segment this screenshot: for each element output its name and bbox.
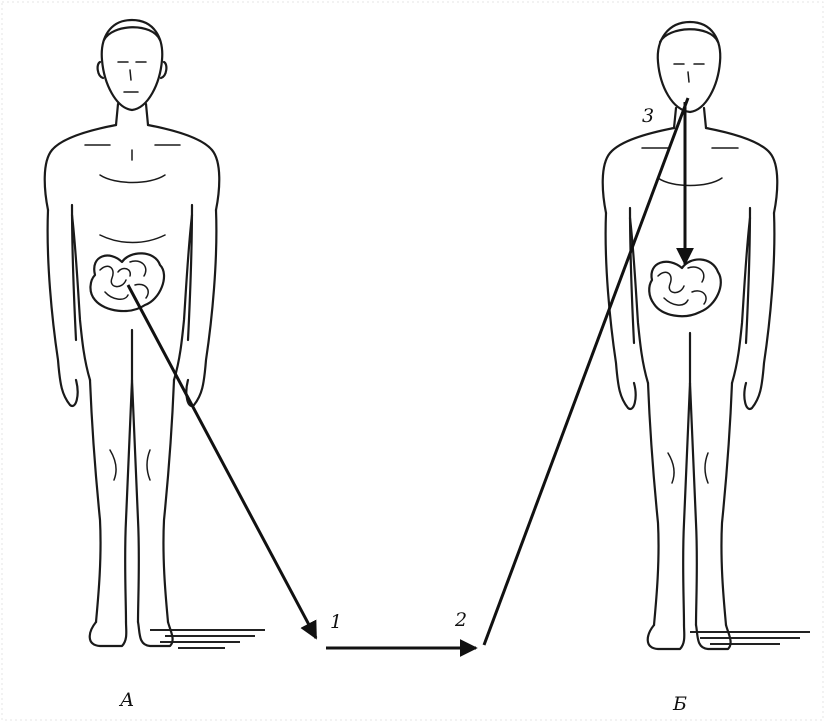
label-point-1: 1 (330, 611, 342, 633)
label-point-2: 2 (454, 609, 467, 631)
arrow-a-to-1 (128, 285, 316, 638)
label-point-3: 3 (642, 105, 654, 127)
label-figure-b: Б (672, 693, 687, 715)
label-figure-a: А (118, 689, 134, 711)
intestines-b (649, 259, 721, 316)
human-figure-b (603, 22, 810, 649)
ground-shadow-b (690, 632, 810, 644)
intestines-a (90, 253, 164, 311)
flow-arrows (128, 98, 688, 648)
